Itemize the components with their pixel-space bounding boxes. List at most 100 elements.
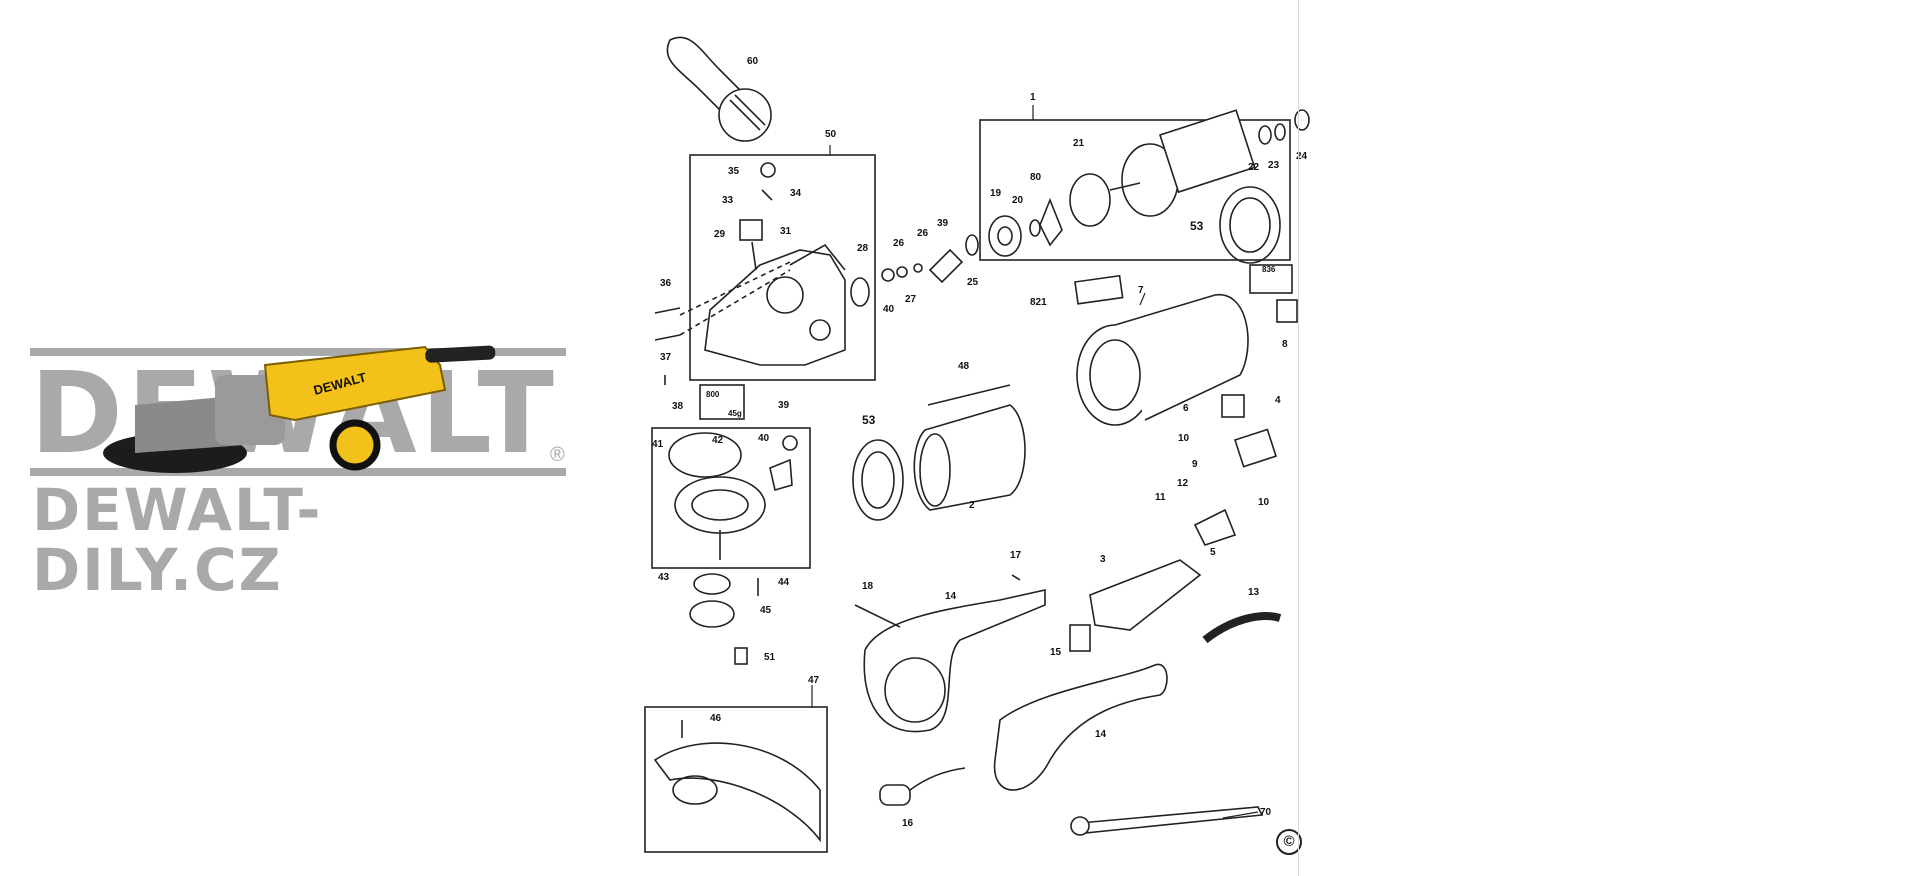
label-39b: 39	[778, 400, 790, 411]
spanner-70	[1078, 806, 1264, 834]
label-17: 17	[1010, 550, 1022, 561]
label-14b: 14	[1095, 729, 1107, 740]
label-35: 35	[728, 166, 740, 177]
part-45	[689, 600, 735, 628]
label-4: 4	[1275, 395, 1281, 406]
guard-47	[653, 742, 821, 843]
registered-mark: ®	[550, 444, 565, 466]
watermark-top-bar	[30, 348, 566, 356]
label-2: 2	[969, 500, 975, 511]
part-17	[1011, 574, 1021, 581]
part-15	[1069, 624, 1091, 652]
part-51	[734, 647, 748, 665]
label-44: 44	[778, 577, 790, 588]
label-41: 41	[652, 439, 664, 450]
part-29-bracket	[739, 219, 763, 241]
capacitor-16	[879, 784, 911, 806]
part-groups	[644, 36, 1310, 853]
label-15: 15	[1050, 647, 1062, 658]
gear-set-box	[651, 427, 811, 569]
label-5: 5	[1210, 547, 1216, 558]
label-26a: 26	[893, 238, 905, 249]
part-number-labels: 60 50 1 35 34 33 29 31 28 26 26 39 27 40…	[652, 56, 1308, 829]
rod-48	[927, 384, 1011, 406]
label-11: 11	[1155, 492, 1166, 503]
label-800: 800	[706, 390, 720, 399]
label-36: 36	[660, 278, 672, 289]
label-26b: 26	[917, 228, 929, 239]
label-9: 9	[1192, 459, 1198, 470]
label-38: 38	[672, 401, 684, 412]
label-1: 1	[1030, 92, 1036, 103]
label-40a: 40	[883, 304, 895, 315]
label-25: 25	[967, 277, 979, 288]
label-16: 16	[902, 818, 914, 829]
part-836-box	[1249, 264, 1293, 294]
handle-14-part	[993, 663, 1168, 791]
leader-lines	[811, 105, 1259, 819]
label-33: 33	[722, 195, 734, 206]
motor-housing-part	[1076, 294, 1249, 426]
label-53a: 53	[1190, 219, 1204, 233]
switch-3	[1089, 559, 1202, 631]
pinion-39	[928, 248, 964, 284]
label-34: 34	[790, 188, 802, 199]
rod-18	[854, 604, 901, 628]
watermark-bottom-bar	[30, 468, 566, 476]
label-27: 27	[905, 294, 917, 305]
grinder-body-shape	[263, 345, 447, 422]
gear-housing-14-part	[863, 589, 1046, 733]
part-33	[761, 189, 773, 201]
label-8: 8	[1282, 339, 1288, 350]
label-70: 70	[1260, 807, 1272, 818]
ring-53	[852, 439, 904, 521]
part-800-box	[699, 384, 745, 420]
label-53b: 53	[862, 413, 876, 427]
armature-part	[988, 109, 1286, 264]
part-8	[1276, 299, 1298, 323]
screws-36-37	[654, 307, 681, 341]
label-80: 80	[1030, 172, 1042, 183]
label-18: 18	[862, 581, 874, 592]
exploded-parts-diagram: 60 50 1 35 34 33 29 31 28 26 26 39 27 40…	[644, 36, 1310, 853]
label-48: 48	[958, 361, 970, 372]
label-42: 42	[712, 435, 724, 446]
label-50: 50	[825, 129, 837, 140]
label-3: 3	[1100, 554, 1106, 565]
label-47: 47	[808, 675, 820, 686]
part-40	[881, 268, 895, 282]
label-19: 19	[990, 188, 1002, 199]
label-14a: 14	[945, 591, 957, 602]
label-7: 7	[1138, 285, 1144, 296]
page-divider	[1298, 0, 1299, 876]
label-37: 37	[660, 352, 672, 363]
label-24: 24	[1296, 151, 1308, 162]
part-43	[693, 573, 731, 595]
part-821-label	[1074, 274, 1124, 305]
label-6: 6	[1183, 403, 1189, 414]
label-13: 13	[1248, 587, 1260, 598]
label-39a: 39	[937, 218, 949, 229]
gear-set-part	[668, 432, 798, 560]
label-10a: 10	[1178, 433, 1190, 444]
label-31: 31	[780, 226, 792, 237]
part-5	[1193, 508, 1237, 546]
label-12: 12	[1177, 478, 1189, 489]
part-25	[965, 234, 979, 256]
label-46: 46	[710, 713, 722, 724]
part-28	[850, 277, 870, 307]
label-821: 821	[1030, 297, 1047, 308]
label-10b: 10	[1258, 497, 1270, 508]
part-6	[1221, 394, 1245, 418]
grinder-cord-shape	[425, 345, 496, 363]
side-handle-knob-shape	[329, 419, 381, 471]
guard-box	[644, 706, 828, 853]
label-60: 60	[747, 56, 759, 67]
label-51: 51	[764, 652, 776, 663]
watermark-site-text: DEWALT-DILY.CZ	[32, 476, 323, 604]
stator-part	[913, 404, 1026, 511]
label-40b: 40	[758, 433, 770, 444]
angle-grinder-photo: DEWALT	[103, 345, 496, 473]
copyright-mark: ©	[1276, 829, 1302, 855]
